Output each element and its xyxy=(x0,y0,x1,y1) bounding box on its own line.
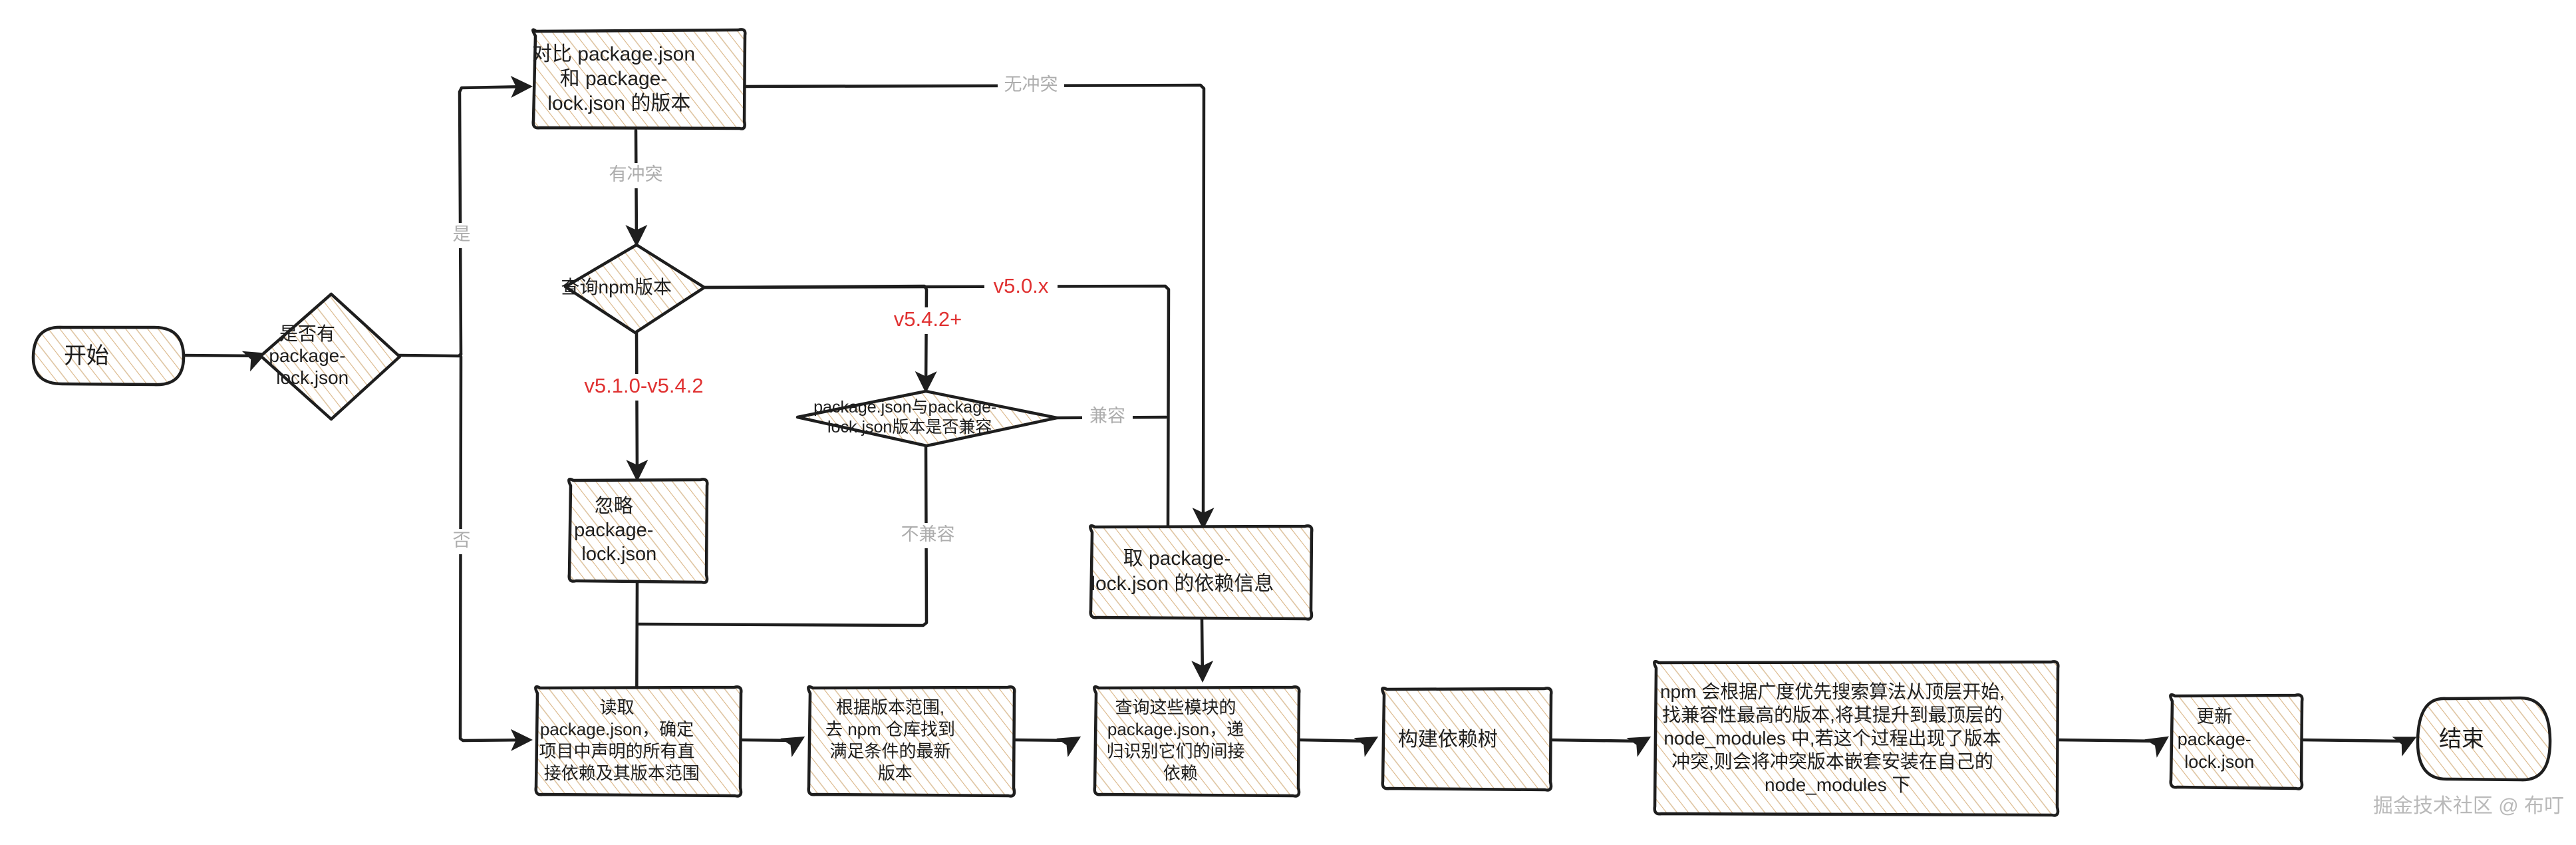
edge-v542-to-compat xyxy=(703,284,937,393)
end-shape xyxy=(2416,696,2552,782)
edge-updatelock-to-end xyxy=(2299,737,2417,757)
ignore-lock-label: 忽略 package- lock.json xyxy=(574,495,702,565)
recursive-deps-shape xyxy=(1093,685,1301,798)
edge-label-no: 否 xyxy=(453,530,471,550)
start-shape xyxy=(31,325,186,387)
bfs-hoist-label: npm 会根据广度优先搜索算法从顶层开始, 找兼容性最高的版本,将其提升到最顶层… xyxy=(1660,681,2051,795)
has-lock-shape xyxy=(259,292,402,421)
node-recursive-deps[interactable]: 查询这些模块的 package.json，递 归识别它们的间接 依赖 xyxy=(1093,685,1301,798)
node-start[interactable]: 开始 xyxy=(31,325,186,387)
label-bg-yes xyxy=(447,223,476,248)
query-npm-version-shape xyxy=(563,243,706,335)
label-bg-v50x xyxy=(984,274,1058,301)
query-npm-version-label: 查询npm版本 xyxy=(561,277,708,297)
edge-label-yes: 是 xyxy=(453,224,471,244)
bfs-hoist-shape xyxy=(1653,660,2060,817)
edge-buildtree-to-bfs xyxy=(1548,737,1651,757)
compat-check-shape xyxy=(795,389,1059,448)
has-lock-label: 是否有 package- lock.json xyxy=(269,323,392,388)
recursive-deps-label: 查询这些模块的 package.json，递 归识别它们的间接 依赖 xyxy=(1106,697,1288,783)
node-has-lock[interactable]: 是否有 package- lock.json xyxy=(259,292,402,421)
edge-label-no-conflict: 无冲突 xyxy=(1004,75,1058,94)
edge-labels-layer: 是 否 无冲突 有冲突 v5.0.x v5.1.0-v5.4.2 v5.4.2+… xyxy=(447,73,1133,554)
find-latest-shape xyxy=(807,685,1016,798)
node-ignore-lock[interactable]: 忽略 package- lock.json xyxy=(567,478,709,584)
edge-label-incompatible: 不兼容 xyxy=(901,524,955,544)
node-find-latest[interactable]: 根据版本范围, 去 npm 仓库找到 满足条件的最新 版本 xyxy=(807,685,1016,798)
edge-findlatest-to-recursive xyxy=(1012,736,1081,758)
build-tree-label: 构建依赖树 xyxy=(1398,729,1536,751)
node-compat-check[interactable]: package.json与package- lock.json版本是否兼容 xyxy=(795,389,1059,448)
compare-versions-shape xyxy=(531,28,747,130)
compat-check-label: package.json与package- lock.json版本是否兼容 xyxy=(813,398,1038,436)
label-bg-v510 xyxy=(577,374,710,401)
update-lock-shape xyxy=(2169,693,2304,790)
edge-haslock-trunk xyxy=(397,352,463,358)
label-bg-compatible xyxy=(1082,405,1133,430)
node-build-tree[interactable]: 构建依赖树 xyxy=(1381,687,1553,792)
find-latest-label: 根据版本范围, 去 npm 仓库找到 满足条件的最新 版本 xyxy=(825,697,998,783)
node-compare-versions[interactable]: 对比 package.json 和 package- lock.json 的版本 xyxy=(531,28,747,130)
node-update-lock[interactable]: 更新 package- lock.json xyxy=(2169,693,2304,790)
edge-label-v510: v5.1.0-v5.4.2 xyxy=(584,374,703,397)
edge-label-v542: v5.4.2+ xyxy=(894,307,962,331)
edge-takelock-to-recursive xyxy=(1191,617,1214,683)
node-query-npm-version[interactable]: 查询npm版本 xyxy=(561,243,708,335)
edges-layer xyxy=(180,76,2417,758)
end-label: 结束 xyxy=(2439,727,2528,752)
build-tree-shape xyxy=(1381,687,1553,792)
edge-label-compatible: 兼容 xyxy=(1089,406,1125,426)
node-take-lock-deps[interactable]: 取 package- lock.json 的依赖信息 xyxy=(1089,524,1314,621)
label-bg-no-conflict xyxy=(998,73,1064,98)
label-bg-has-conflict xyxy=(603,163,669,188)
edge-noconflict-to-takelock xyxy=(744,83,1215,530)
edge-v50x-to-takelock xyxy=(703,284,1171,528)
label-bg-incompatible xyxy=(901,523,954,548)
node-bfs-hoist[interactable]: npm 会根据广度优先搜索算法从顶层开始, 找兼容性最高的版本,将其提升到最顶层… xyxy=(1653,660,2060,817)
take-lock-deps-shape xyxy=(1089,524,1314,621)
edge-label-v50x: v5.0.x xyxy=(994,274,1049,297)
ignore-lock-shape xyxy=(567,478,709,584)
edge-recursive-to-buildtree xyxy=(1296,737,1379,757)
edge-label-has-conflict: 有冲突 xyxy=(609,164,663,184)
label-bg-no xyxy=(447,529,476,554)
update-lock-label: 更新 package- lock.json xyxy=(2178,707,2297,772)
node-end[interactable]: 结束 xyxy=(2416,696,2552,782)
take-lock-deps-label: 取 package- lock.json 的依赖信息 xyxy=(1091,548,1312,595)
node-read-package-json[interactable]: 读取 package.json，确定 项目中声明的所有直 接依赖及其版本范围 xyxy=(534,685,743,798)
start-label: 开始 xyxy=(64,343,153,369)
read-package-json-label: 读取 package.json，确定 项目中声明的所有直 接依赖及其版本范围 xyxy=(539,697,738,783)
label-bg-v542 xyxy=(888,307,968,334)
edge-read-to-findlatest xyxy=(738,736,805,758)
watermark: 掘金技术社区 @ 布叮 xyxy=(2373,795,2564,817)
edge-yes-up-to-compare xyxy=(458,76,533,357)
compare-versions-label: 对比 package.json 和 package- lock.json 的版本 xyxy=(532,43,745,114)
edge-start-to-haslock xyxy=(180,351,267,372)
edge-bfs-to-updatelock xyxy=(2055,736,2169,758)
read-package-json-shape xyxy=(534,685,743,798)
